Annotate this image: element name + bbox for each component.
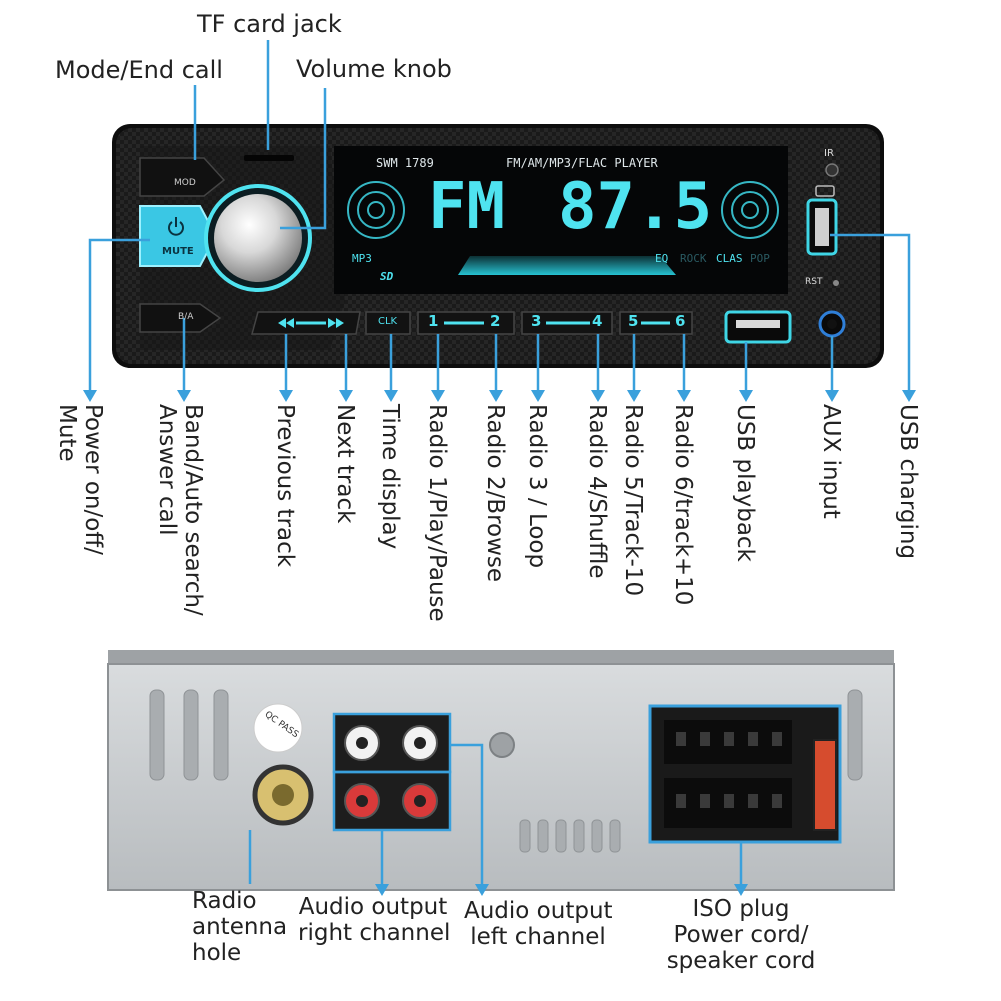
power-icon	[168, 217, 184, 236]
mute-button-label: MUTE	[162, 246, 194, 257]
preset-2-label: 2	[490, 312, 501, 330]
label-audio-right-line-1: Audio output	[298, 894, 448, 920]
preset-6-label: 6	[675, 312, 686, 330]
lcd-frequency-text: 87.5	[558, 170, 713, 244]
lcd-clas-indicator: CLAS	[716, 252, 743, 265]
label-usb-playback: USB playback	[732, 404, 758, 562]
label-radio-3: Radio 3 / Loop	[524, 404, 550, 569]
lcd-right-speaker-graphic	[721, 181, 779, 239]
label-antenna-line-1: Radio	[192, 888, 257, 914]
preset-1-label: 1	[428, 312, 439, 330]
label-next-track: Next track	[332, 404, 358, 524]
clk-button[interactable]	[365, 311, 411, 335]
label-audio-right-line-2: right channel	[298, 920, 451, 946]
rear-callout-arrows	[375, 884, 748, 896]
label-band-auto-search: Band/Auto search/ Answer call	[154, 404, 206, 616]
label-iso-line-1: ISO plug	[692, 896, 790, 922]
preset-3-label: 3	[531, 312, 542, 330]
rca-white-jacks[interactable]	[344, 725, 438, 761]
mode-button-label: MOD	[174, 178, 196, 188]
preset-5-label: 5	[628, 312, 639, 330]
preset-4-label: 4	[592, 312, 603, 330]
lcd-equalizer-graphic	[458, 256, 676, 275]
fuse	[813, 739, 837, 831]
label-power-mute: Power on/off/ Mute	[54, 404, 106, 555]
band-button[interactable]	[139, 303, 222, 333]
label-audio-left-line-2: left channel	[470, 924, 606, 950]
front-panel	[112, 124, 884, 368]
lcd-model-text: SWM 1789	[376, 156, 434, 170]
clk-button-label: CLK	[378, 316, 398, 327]
lcd-sd-indicator: SD	[380, 270, 394, 283]
rear-callout-lines	[248, 743, 743, 890]
lcd-pop-indicator: POP	[750, 252, 770, 265]
reset-hole[interactable]	[833, 280, 839, 286]
tf-card-slot[interactable]	[244, 155, 294, 161]
volume-knob[interactable]	[214, 194, 302, 282]
lcd-eq-indicator: EQ	[655, 252, 669, 265]
label-iso-line-2: Power cord/	[673, 922, 809, 948]
mount-screw	[489, 732, 515, 758]
label-audio-output-right: Audio output right channel	[298, 894, 451, 946]
rear-panel	[107, 650, 895, 891]
front-callout-arrows	[83, 390, 916, 402]
label-aux-input: AUX input	[818, 404, 844, 519]
label-antenna-line-2: antenna	[192, 914, 288, 940]
lcd-rock-indicator: ROCK	[680, 252, 707, 265]
lcd-band-text: FM	[428, 170, 506, 244]
label-radio-2: Radio 2/Browse	[482, 404, 508, 583]
label-tf-card-jack: TF card jack	[197, 10, 342, 38]
label-antenna-line-3: hole	[192, 940, 242, 966]
front-callout-lines	[88, 40, 911, 396]
label-antenna-hole: Radio antenna hole	[192, 888, 287, 966]
label-audio-output-left: Audio output left channel	[464, 898, 613, 950]
label-radio-6: Radio 6/track+10	[670, 404, 696, 606]
label-radio-1: Radio 1/Play/Pause	[424, 404, 450, 622]
label-time-display: Time display	[377, 404, 403, 550]
lcd-mp3-indicator: MP3	[352, 252, 372, 265]
label-mode-end-call: Mode/End call	[55, 56, 223, 84]
label-audio-left-line-1: Audio output	[464, 898, 613, 924]
label-previous-track: Previous track	[272, 404, 298, 568]
prev-next-glyphs	[278, 318, 344, 328]
ir-sensor	[825, 163, 839, 177]
lcd-player-text: FM/AM/MP3/FLAC PLAYER	[506, 156, 658, 170]
label-iso-plug: ISO plug Power cord/ speaker cord	[666, 896, 816, 974]
qc-pass-sticker	[253, 703, 303, 753]
battery-icon	[815, 185, 835, 197]
label-usb-charging: USB charging	[895, 404, 921, 560]
label-radio-5: Radio 5/Track-10	[620, 404, 646, 597]
lcd-left-speaker-graphic	[347, 181, 405, 239]
band-button-label: B/A	[178, 312, 194, 322]
label-radio-4: Radio 4/Shuffle	[584, 404, 610, 579]
label-iso-line-3: speaker cord	[666, 948, 816, 974]
rst-label: RST	[805, 277, 823, 287]
ir-label: IR	[824, 148, 834, 159]
rca-red-jacks[interactable]	[344, 783, 438, 819]
label-volume-knob: Volume knob	[296, 55, 452, 83]
mode-button[interactable]	[139, 157, 226, 197]
